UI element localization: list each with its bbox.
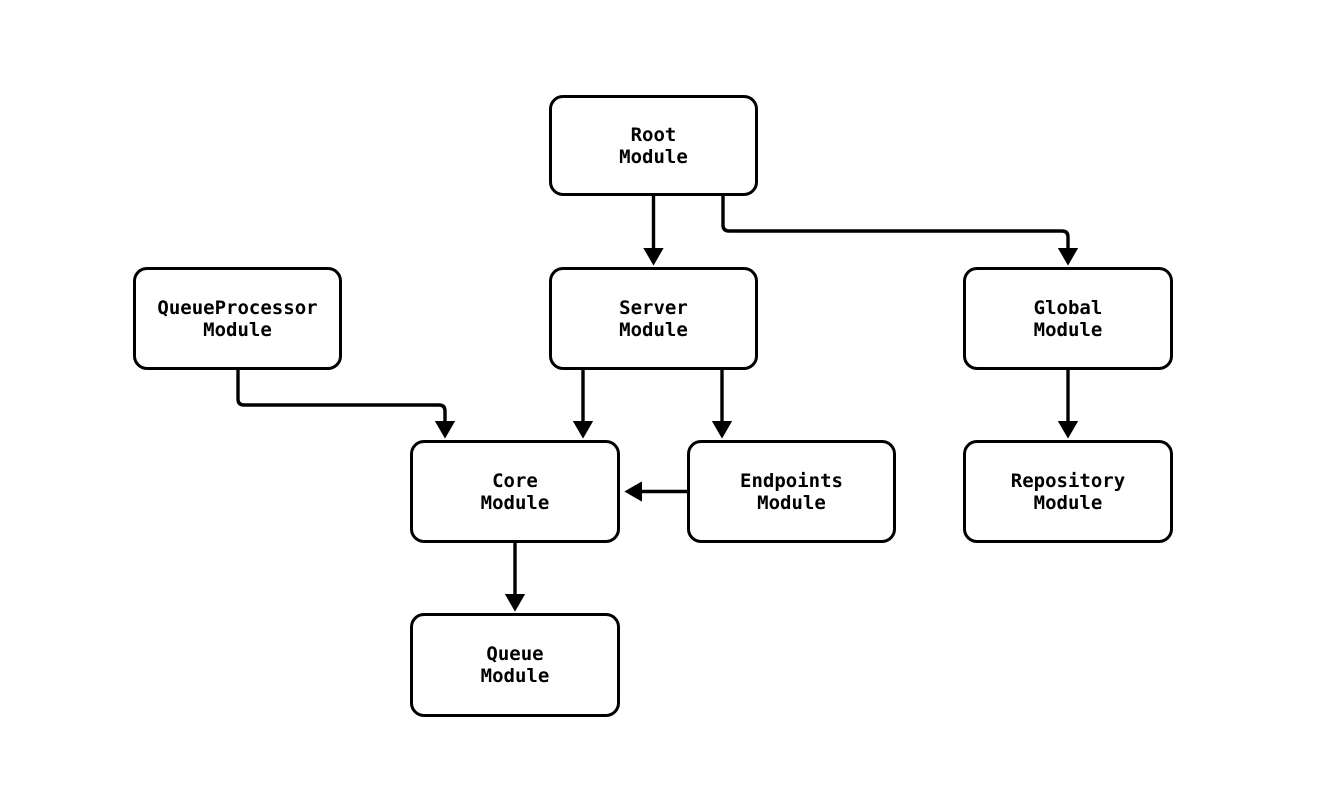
node-label-server: Server Module [619, 296, 688, 341]
node-queueprocessor[interactable]: QueueProcessor Module [133, 267, 342, 370]
node-label-root: Root Module [619, 123, 688, 168]
node-repository[interactable]: Repository Module [963, 440, 1173, 543]
node-label-queue: Queue Module [480, 643, 550, 687]
node-label-endpoints: Endpoints Module [740, 469, 843, 514]
node-queue[interactable]: Queue Module [410, 613, 620, 717]
node-endpoints[interactable]: Endpoints Module [687, 440, 896, 543]
node-root[interactable]: Root Module [549, 95, 758, 196]
node-label-core: Core Module [480, 469, 550, 514]
node-global[interactable]: Global Module [963, 267, 1173, 370]
node-label-repository: Repository Module [1010, 469, 1126, 514]
node-label-global: Global Module [1033, 296, 1103, 341]
node-label-queueprocessor: QueueProcessor Module [157, 296, 318, 341]
node-server[interactable]: Server Module [549, 267, 758, 370]
node-core[interactable]: Core Module [410, 440, 620, 543]
